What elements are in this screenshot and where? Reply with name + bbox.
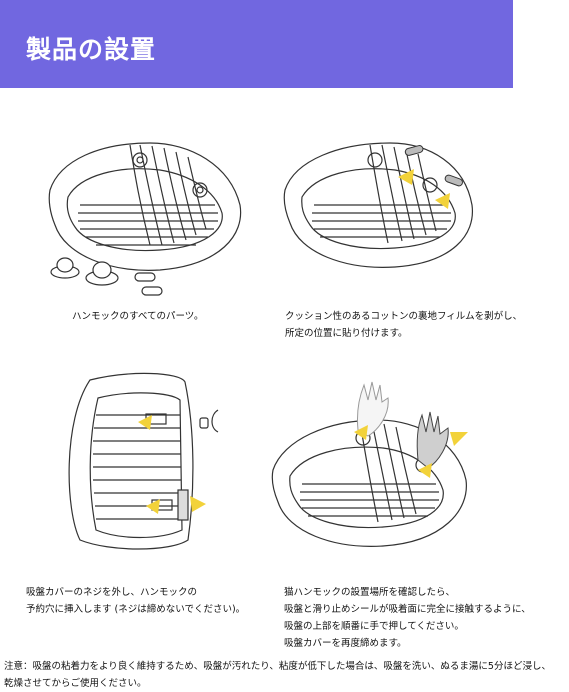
step1-figure bbox=[40, 135, 250, 305]
step2-caption: クッション性のあるコットンの裏地フィルムを剥がし、 所定の位置に貼り付けます。 bbox=[285, 311, 523, 339]
hand-icon bbox=[357, 381, 389, 437]
step2-figure bbox=[280, 135, 500, 285]
step1-caption: ハンモックのすべてのパーツ。 bbox=[72, 311, 204, 322]
arrow-icon bbox=[138, 415, 206, 514]
suction-cup-icon bbox=[50, 257, 163, 296]
arrow-icon bbox=[354, 425, 468, 478]
hammock-illustration bbox=[271, 381, 468, 547]
hand-icon bbox=[416, 411, 449, 469]
step3-figure bbox=[60, 370, 235, 555]
hammock-illustration bbox=[48, 142, 242, 296]
hammock-illustration bbox=[283, 142, 474, 268]
step3-caption: 吸盤カバーのネジを外し、ハンモックの 予約穴に挿入します (ネジは締めないでくだ… bbox=[26, 587, 246, 615]
usage-note: 注意：吸盤の粘着力をより良く維持するため、吸盤が汚れたり、粘度が低下した場合は、… bbox=[4, 661, 551, 689]
step4-caption: 猫ハンモックの設置場所を確認したら、 吸盤と滑り止めシールが吸着面に完全に接触す… bbox=[284, 587, 531, 649]
hammock-illustration bbox=[68, 372, 219, 550]
step4-figure bbox=[268, 370, 498, 555]
header-banner: 製品の設置 bbox=[0, 0, 513, 88]
page-title: 製品の設置 bbox=[26, 35, 157, 64]
arrow-icon bbox=[398, 169, 450, 209]
